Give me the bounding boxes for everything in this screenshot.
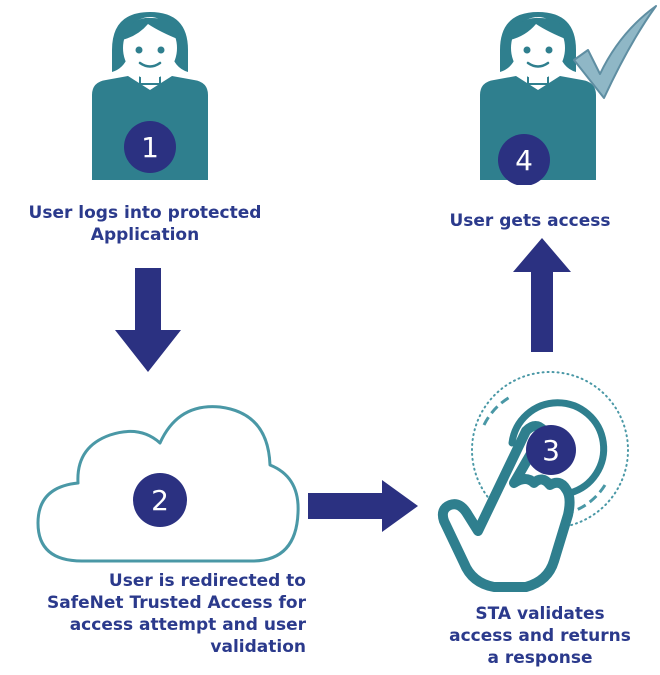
step-4-user-icon: 4 [480,12,596,185]
step-2-line-4: validation [210,637,306,657]
step-1-number: 1 [141,131,159,164]
arrow-right-icon [308,480,418,532]
step-3-line-1: STA validates [475,604,605,624]
arrow-down-icon [115,268,181,372]
step-3-line-3: a response [487,648,593,668]
checkmark-icon [573,5,657,99]
step-1-line-2: Application [90,225,200,245]
step-2-line-3: access attempt and user [69,615,306,635]
step-3-line-2: access and returns [449,626,631,646]
step-2-line-1: User is redirected to [108,571,306,591]
step-4-label: User gets access [400,210,660,232]
step-1-line-1: User logs into protected [28,203,262,223]
step-2-number: 2 [151,484,169,517]
arrow-up-icon [513,238,571,352]
step-1-label: User logs into protected Application [0,202,290,246]
step-3-label: STA validates access and returns a respo… [420,603,660,669]
step-1-user-icon: 1 [92,12,208,180]
step-2-line-2: SafeNet Trusted Access for [47,593,306,613]
step-2-label: User is redirected to SafeNet Trusted Ac… [0,570,306,658]
step-4-number: 4 [515,144,533,177]
touch-hand-icon: 3 [437,371,629,592]
step-3-number: 3 [542,434,560,467]
step-4-line-1: User gets access [449,211,611,231]
cloud-icon: 2 [36,405,300,563]
